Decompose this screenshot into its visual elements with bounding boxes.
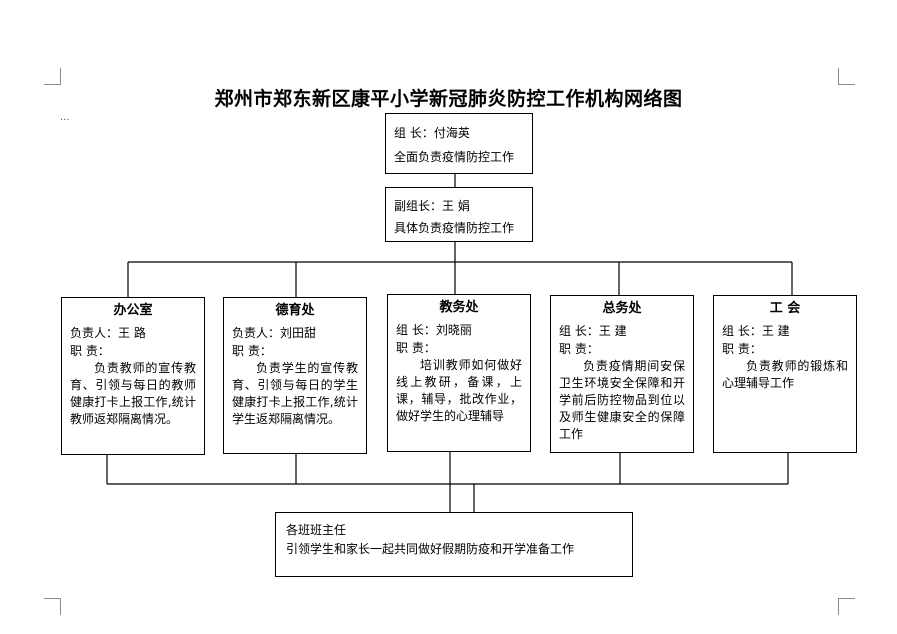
dept-head: 负责人：刘田甜 [232,326,317,340]
dept-duty-label: 职 责： [232,344,272,358]
dept-duty-label: 职 责： [722,342,762,356]
leader-role: 组 长：付海英 [394,126,470,140]
dept-duty-label: 职 责： [70,344,110,358]
dept-box-moral-education: 德育处 负责人：刘田甜 职 责： 负责学生的宣传教育、引领与每日的学生健康打卡上… [223,297,367,454]
page-corner-mark [44,598,61,615]
leader-box: 组 长：付海英 全面负责疫情防控工作 [385,113,533,174]
dept-name: 德育处 [275,303,315,318]
page-title: 郑州市郑东新区康平小学新冠肺炎防控工作机构网络图 [214,88,683,110]
dept-head: 组 长：王 建 [559,324,627,338]
page-corner-mark [838,68,855,85]
dept-box-labor-union: 工 会 组 长：王 建 职 责： 负责教师的锻炼和心理辅导工作 [713,295,857,453]
deputy-duty: 具体负责疫情防控工作 [394,221,515,235]
dept-head: 负责人：王 路 [70,326,146,340]
dept-box-general-affairs: 总务处 组 长：王 建 职 责： 负责疫情期间安保卫生环境安全保障和开学前后防控… [550,295,694,453]
dept-head: 组 长：王 建 [722,324,790,338]
dept-description: 负责教师的宣传教育、引领与每日的教师健康打卡上报工作,统计教师返郑隔离情况。 [70,361,196,426]
dept-description: 负责疫情期间安保卫生环境安全保障和开学前后防控物品到位以及师生健康安全的保障工作 [559,359,685,441]
dept-name: 办公室 [113,303,153,318]
dept-name: 工 会 [769,301,801,316]
dept-name: 教务处 [439,300,479,315]
deputy-box: 副组长：王 娟 具体负责疫情防控工作 [385,187,533,242]
dept-description: 负责学生的宣传教育、引领与每日的学生健康打卡上报工作,统计学生返郑隔离情况。 [232,361,358,426]
deputy-role: 副组长：王 娟 [394,199,470,213]
class-teachers-box: 各班班主任 引领学生和家长一起共同做好假期防疫和开学准备工作 [275,512,633,577]
page-corner-mark [838,598,855,615]
dept-box-academic-affairs: 教务处 组 长：刘晓丽 职 责： 培训教师如何做好线上教研，备课，上课，辅导，批… [387,294,531,452]
dept-box-office: 办公室 负责人：王 路 职 责： 负责教师的宣传教育、引领与每日的教师健康打卡上… [61,297,205,455]
page-marker: ... [60,112,70,123]
dept-head: 组 长：刘晓丽 [396,323,472,337]
dept-description: 培训教师如何做好线上教研，备课，上课，辅导，批改作业，做好学生的心理辅导 [396,358,522,423]
dept-description: 负责教师的锻炼和心理辅导工作 [722,359,848,390]
dept-duty-label: 职 责： [559,342,599,356]
leader-duty: 全面负责疫情防控工作 [394,150,515,164]
class-teachers-duty: 引领学生和家长一起共同做好假期防疫和开学准备工作 [286,542,575,556]
dept-duty-label: 职 责： [396,341,436,355]
page-corner-mark [44,68,61,85]
dept-name: 总务处 [602,301,642,316]
class-teachers-title: 各班班主任 [286,523,347,537]
